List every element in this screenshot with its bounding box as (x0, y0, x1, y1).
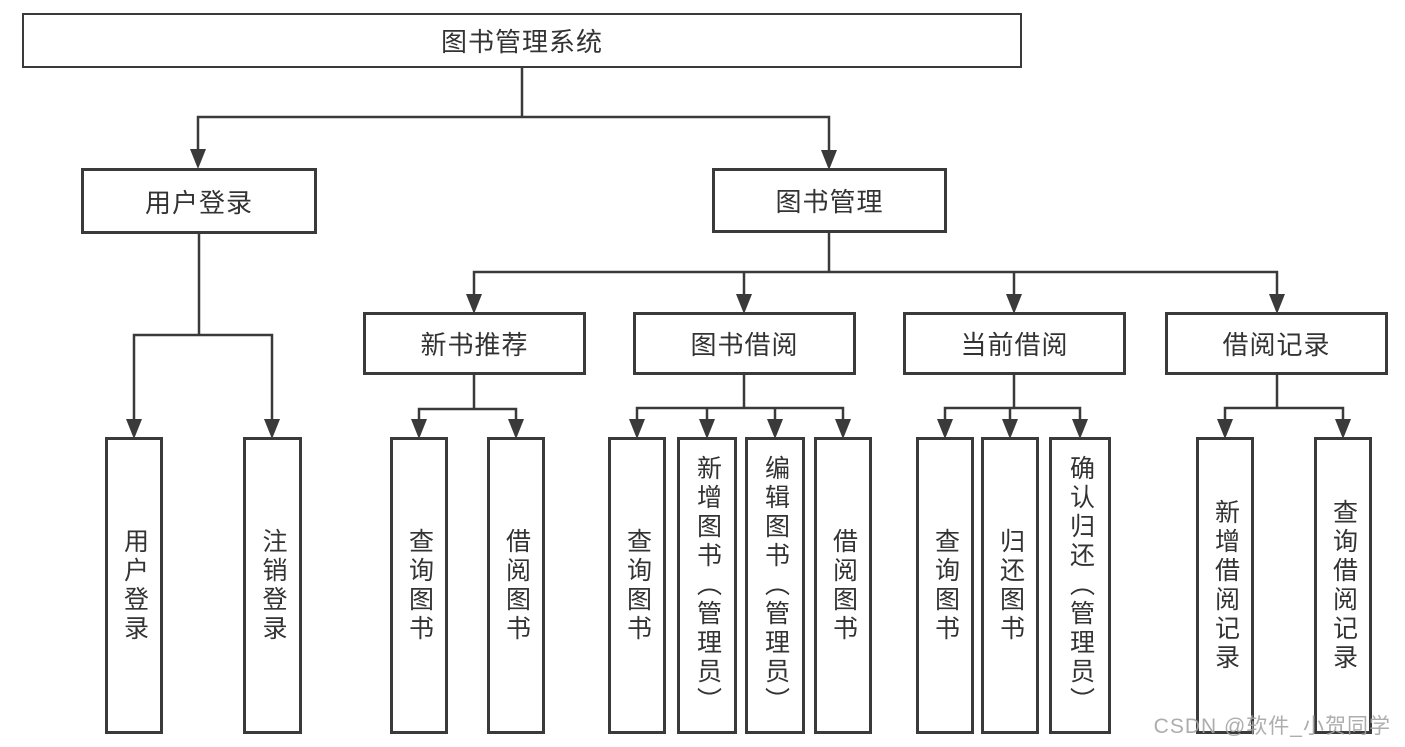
leaf-borrow-book-recommend: 借阅图书 (487, 437, 545, 734)
node-label: 借阅记录 (1222, 330, 1331, 360)
connector-book-borrow-to-leaves (629, 373, 851, 439)
leaf-add-book-admin: 新增图书（管理员） (677, 437, 737, 734)
arrowhead (699, 419, 715, 439)
connector-current-borrow-to-leaves (937, 373, 1088, 439)
node-label: 当前借阅 (960, 330, 1069, 360)
node-book-borrow: 图书借阅 (633, 312, 856, 375)
leaf-query-book-recommend: 查询图书 (390, 437, 448, 734)
arrowhead (1006, 294, 1022, 314)
arrowhead (508, 419, 524, 439)
arrowhead (466, 294, 482, 314)
leaf-query-book-borrow: 查询图书 (608, 437, 666, 734)
node-label: 新增借阅记录 (1211, 498, 1240, 673)
node-label: 查询图书 (931, 527, 960, 644)
leaf-user-login: 用户登录 (105, 437, 163, 734)
leaf-return-book: 归还图书 (981, 437, 1039, 734)
arrowhead (937, 419, 953, 439)
node-new-book-recommend: 新书推荐 (363, 312, 586, 375)
arrowhead (1269, 294, 1285, 314)
node-label: 查询图书 (623, 527, 652, 644)
leaf-borrow-book: 借阅图书 (814, 437, 872, 734)
node-label: 注销登录 (259, 527, 287, 644)
node-label: 图书管理系统 (440, 27, 603, 57)
arrowhead (1072, 419, 1088, 439)
leaf-query-book-current: 查询图书 (916, 437, 974, 734)
leaf-confirm-return-admin: 确认归还（管理员） (1049, 437, 1111, 734)
connector-new-book-to-leaves (411, 373, 524, 439)
leaf-edit-book-admin: 编辑图书（管理员） (745, 437, 805, 734)
node-library-system: 图书管理系统 (22, 13, 1022, 68)
leaf-logout: 注销登录 (243, 437, 302, 734)
arrowhead (736, 294, 752, 314)
leaf-query-borrow-record: 查询借阅记录 (1314, 437, 1372, 734)
leaf-add-borrow-record: 新增借阅记录 (1196, 437, 1254, 734)
node-user-login: 用户登录 (81, 168, 317, 234)
arrowhead (1002, 419, 1018, 439)
node-label: 用户登录 (120, 527, 149, 644)
csdn-watermark: CSDN @软件_小贺同学 (1153, 715, 1391, 738)
arrowhead (264, 419, 280, 439)
node-label: 确认归还（管理员） (1066, 455, 1095, 716)
connector-borrow-records-to-leaves (1217, 373, 1351, 439)
connector-user-login-to-leaves (126, 232, 280, 439)
node-book-management: 图书管理 (712, 168, 947, 233)
arrowhead (190, 149, 206, 169)
node-label: 查询借阅记录 (1329, 498, 1358, 673)
arrowhead (411, 419, 427, 439)
arrowhead (126, 419, 142, 439)
node-label: 图书管理 (775, 187, 884, 217)
arrowhead (1217, 419, 1233, 439)
arrowhead (835, 419, 851, 439)
connector-book-mgmt-to-level3 (466, 231, 1285, 314)
node-label: 借阅图书 (502, 527, 531, 644)
node-label: 编辑图书（管理员） (761, 455, 790, 716)
node-borrow-records: 借阅记录 (1165, 312, 1388, 375)
arrowhead (629, 419, 645, 439)
arrowhead (767, 419, 783, 439)
node-label: 归还图书 (996, 527, 1025, 644)
node-current-borrow: 当前借阅 (903, 312, 1126, 375)
node-label: 图书借阅 (690, 330, 799, 360)
node-label: 新书推荐 (420, 330, 529, 360)
arrowhead (1335, 419, 1351, 439)
node-label: 新增图书（管理员） (693, 455, 722, 716)
node-label: 借阅图书 (829, 527, 858, 644)
node-label: 用户登录 (144, 187, 253, 218)
node-label: 查询图书 (405, 527, 434, 644)
connector-root-to-level2 (190, 66, 837, 170)
arrowhead (821, 150, 837, 170)
